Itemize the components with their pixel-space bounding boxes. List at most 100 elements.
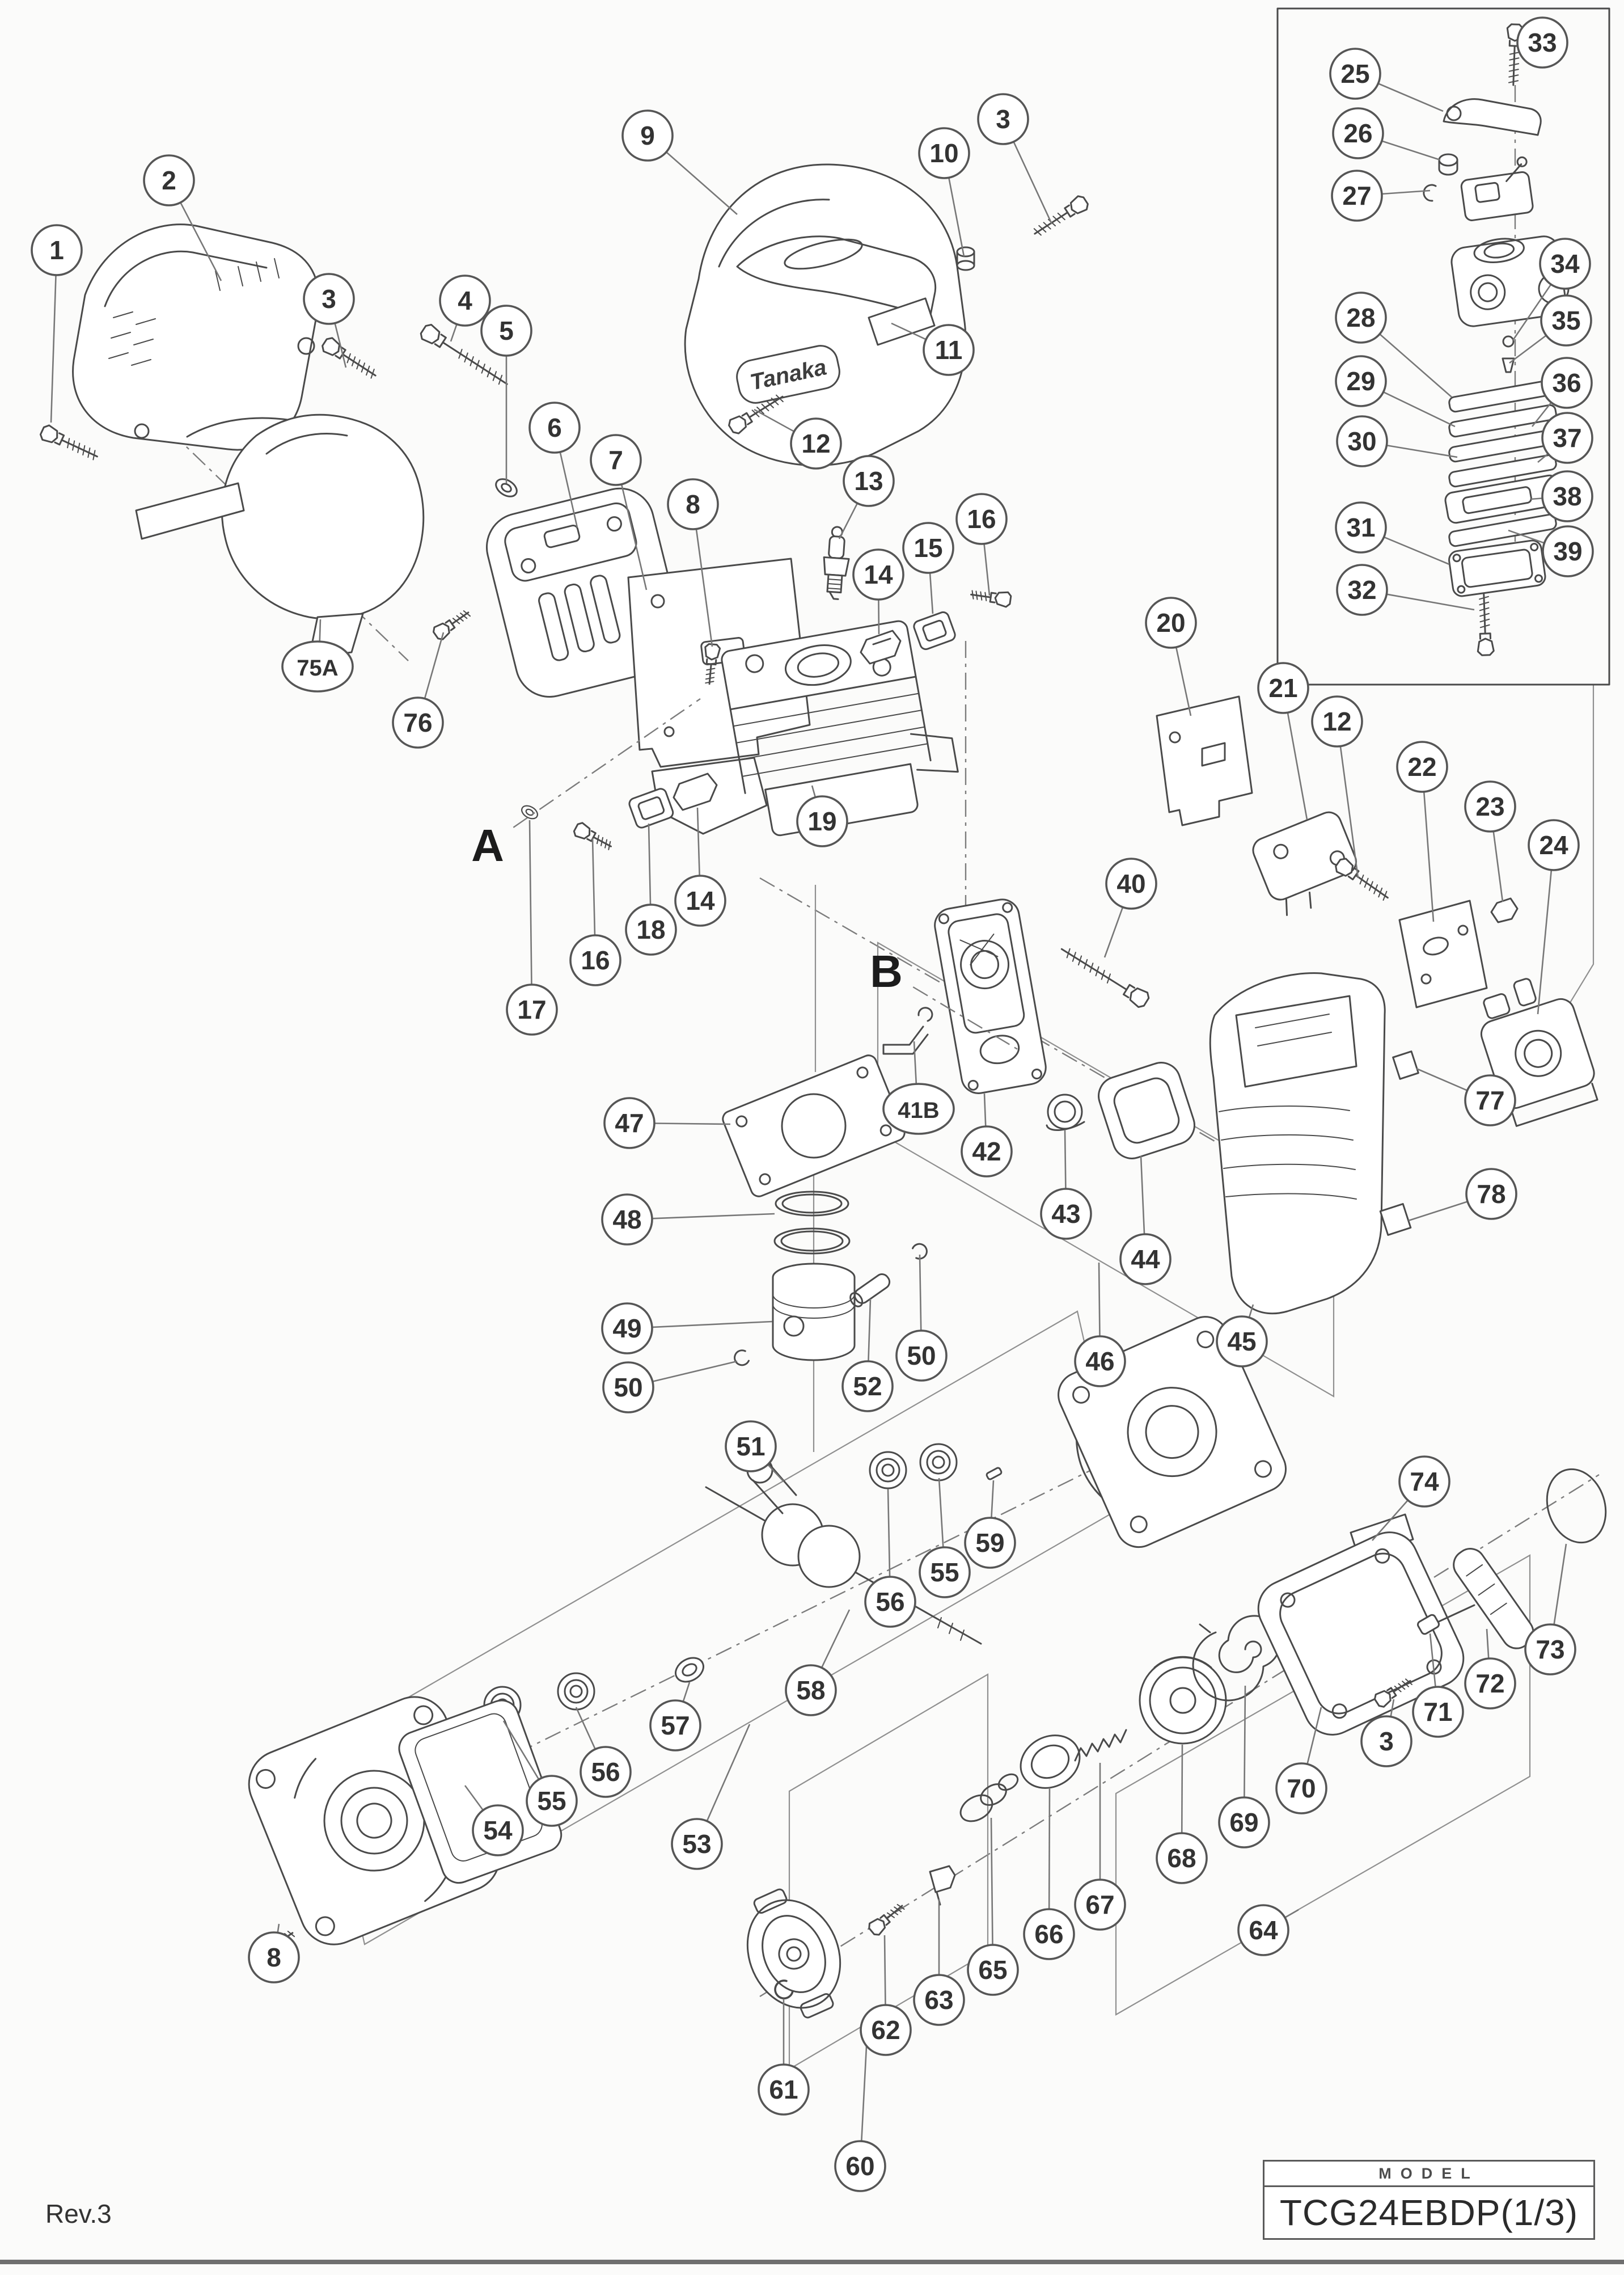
part-engine-shroud — [135, 413, 425, 659]
leader-line — [1382, 189, 1431, 195]
balloon-22: 22 — [1396, 741, 1448, 793]
part-primer-bulb — [1046, 1094, 1085, 1131]
svg-text:3: 3 — [322, 284, 336, 314]
balloon-39: 39 — [1542, 525, 1594, 577]
svg-text:38: 38 — [1553, 482, 1581, 511]
svg-text:51: 51 — [736, 1432, 765, 1461]
leader-line — [821, 1609, 851, 1668]
balloon-76: 76 — [392, 697, 444, 749]
svg-text:52: 52 — [853, 1371, 882, 1401]
leader-line — [919, 1254, 922, 1331]
leader-line — [891, 322, 926, 340]
balloon-54: 54 — [472, 1804, 524, 1856]
svg-text:67: 67 — [1085, 1890, 1114, 1919]
balloon-69: 69 — [1218, 1796, 1270, 1848]
balloon-43: 43 — [1040, 1188, 1092, 1240]
section-letter-A: A — [471, 698, 701, 871]
balloon-13: 13 — [843, 455, 895, 507]
balloon-29: 29 — [1335, 355, 1387, 407]
svg-text:77: 77 — [1475, 1086, 1504, 1115]
section-letter-B: B — [870, 946, 1020, 1052]
svg-text:28: 28 — [1346, 303, 1375, 332]
leader-line — [1287, 713, 1308, 820]
balloon-46: 46 — [1074, 1335, 1126, 1387]
balloon-37: 37 — [1541, 412, 1593, 464]
part-bearing-2 — [919, 1443, 958, 1482]
svg-text:59: 59 — [975, 1528, 1004, 1558]
leader-line — [1306, 1707, 1322, 1764]
svg-text:33: 33 — [1528, 28, 1557, 57]
svg-text:48: 48 — [612, 1205, 641, 1234]
svg-text:14: 14 — [686, 886, 715, 915]
leader-line — [591, 838, 596, 935]
svg-text:5: 5 — [499, 316, 514, 345]
leader-line — [1339, 746, 1359, 879]
balloon-59: 59 — [964, 1517, 1016, 1569]
part-woodruff-key — [986, 1467, 1003, 1480]
balloon-5: 5 — [480, 305, 532, 357]
leader-line — [277, 1923, 280, 1932]
leader-line — [1531, 402, 1552, 427]
balloon-71: 71 — [1412, 1686, 1464, 1738]
svg-text:50: 50 — [614, 1373, 642, 1402]
leader-line — [878, 600, 880, 635]
balloon-52: 52 — [841, 1360, 894, 1412]
part-starter-pawl — [929, 1865, 956, 1906]
part-piston — [772, 1263, 856, 1361]
svg-text:46: 46 — [1085, 1347, 1114, 1376]
svg-text:75A: 75A — [297, 656, 338, 681]
leader-line — [1408, 1201, 1467, 1222]
balloon-60: 60 — [834, 2140, 886, 2192]
svg-text:15: 15 — [914, 533, 942, 563]
balloon-3: 3 — [1360, 1715, 1412, 1767]
svg-text:78: 78 — [1477, 1179, 1505, 1209]
svg-text:61: 61 — [769, 2075, 798, 2104]
leader-line — [1508, 529, 1544, 544]
leader-line — [450, 324, 458, 342]
part-cylinder-cover: Tanaka — [684, 163, 967, 466]
svg-text:69: 69 — [1229, 1808, 1258, 1837]
svg-text:66: 66 — [1034, 1919, 1063, 1949]
svg-text:43: 43 — [1051, 1199, 1080, 1229]
leader-line — [621, 484, 648, 590]
part-crankshaft — [705, 1457, 982, 1645]
part-intake-clamps-lower — [628, 773, 718, 829]
svg-text:64: 64 — [1249, 1915, 1278, 1945]
svg-text:8: 8 — [686, 489, 700, 519]
balloon-41B: 41B — [882, 1083, 955, 1135]
balloon-47: 47 — [603, 1097, 655, 1149]
leader-line — [929, 573, 934, 614]
balloon-67: 67 — [1074, 1879, 1126, 1931]
leader-line — [1244, 1685, 1246, 1797]
balloon-8: 8 — [667, 478, 719, 530]
carburetor-inset-box — [1276, 7, 1610, 686]
part-bearing-3 — [557, 1672, 595, 1711]
svg-text:16: 16 — [581, 946, 610, 975]
leader-line — [1383, 391, 1456, 428]
balloon-58: 58 — [785, 1664, 837, 1716]
leader-line — [666, 151, 738, 215]
leader-line — [1378, 83, 1444, 112]
svg-text:27: 27 — [1342, 181, 1371, 210]
svg-text:65: 65 — [978, 1955, 1007, 1985]
balloon-16: 16 — [569, 934, 621, 986]
part-carb-gasket — [1398, 900, 1488, 1008]
balloon-12: 12 — [790, 417, 842, 470]
balloon-34: 34 — [1539, 238, 1591, 290]
svg-text:74: 74 — [1410, 1467, 1439, 1496]
svg-text:12: 12 — [1322, 707, 1351, 736]
leader-line — [1429, 1633, 1436, 1687]
svg-text:42: 42 — [972, 1137, 1001, 1166]
part-flywheel — [746, 1888, 841, 2019]
balloon-30: 30 — [1336, 415, 1388, 467]
svg-text:58: 58 — [796, 1675, 825, 1705]
part-piston-pin — [849, 1273, 891, 1307]
balloon-42: 42 — [961, 1125, 1013, 1177]
leader-line — [838, 503, 858, 539]
svg-text:62: 62 — [871, 2015, 900, 2045]
balloon-10: 10 — [918, 127, 970, 179]
svg-text:18: 18 — [636, 915, 665, 944]
svg-text:68: 68 — [1167, 1843, 1196, 1873]
